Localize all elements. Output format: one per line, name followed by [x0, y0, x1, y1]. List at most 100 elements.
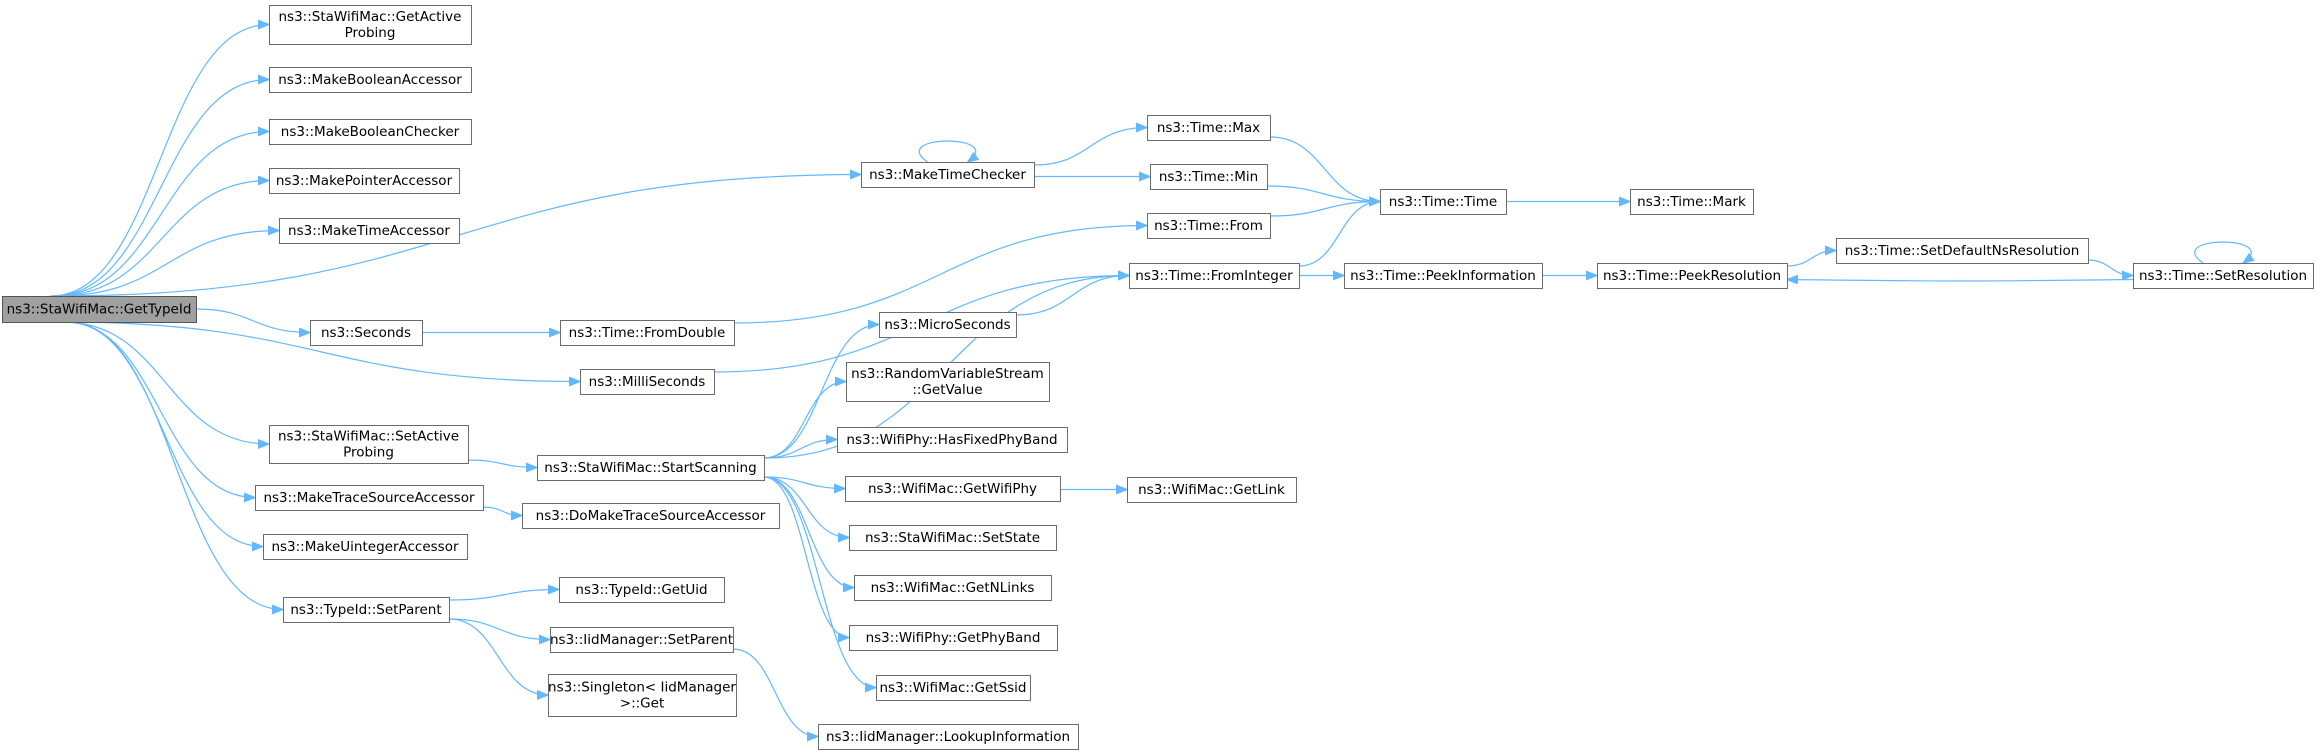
node-seconds[interactable]: ns3::Seconds [310, 320, 423, 346]
node-time-min[interactable]: ns3::Time::Min [1150, 164, 1268, 190]
node-make-bool-acc[interactable]: ns3::MakeBooleanAccessor [269, 67, 472, 93]
node-box [283, 597, 450, 623]
node-box [580, 369, 715, 395]
node-label: ns3::WifiPhy::HasFixedPhyBand [846, 432, 1057, 448]
node-do-make-trace[interactable]: ns3::DoMakeTraceSourceAccessor [522, 503, 780, 529]
node-box [550, 627, 734, 653]
node-box [548, 674, 737, 717]
node-set-state[interactable]: ns3::StaWifiMac::SetState [849, 525, 1057, 551]
node-make-trace-acc[interactable]: ns3::MakeTraceSourceAccessor [255, 485, 484, 511]
node-label: ns3::Seconds [321, 325, 411, 341]
edge-start-scanning-to-set-state [763, 476, 849, 538]
node-box [559, 577, 725, 603]
edge-start-scanning-to-has-fixed-phy-band [763, 440, 837, 459]
node-label: ns3::IidManager::LookupInformation [826, 729, 1070, 745]
node-label: ns3::Time::Mark [1637, 194, 1746, 210]
node-label: ::GetValue [912, 382, 982, 398]
node-get-nlinks[interactable]: ns3::WifiMac::GetNLinks [854, 575, 1052, 601]
node-set-def-ns-res[interactable]: ns3::Time::SetDefaultNsResolution [1836, 238, 2089, 264]
node-label: ns3::StaWifiMac::GetActive [279, 9, 462, 25]
node-box [279, 218, 460, 244]
node-label: ns3::Time::Time [1389, 194, 1497, 210]
edge-root-to-make-ptr-acc [55, 181, 269, 297]
node-label: ns3::Time::FromInteger [1135, 268, 1293, 284]
node-get-uid[interactable]: ns3::TypeId::GetUid [559, 577, 725, 603]
node-rvs-get-value[interactable]: ns3::RandomVariableStream::GetValue [846, 362, 1050, 402]
node-start-scanning[interactable]: ns3::StaWifiMac::StartScanning [537, 455, 765, 481]
node-label: ns3::IidManager::SetParent [550, 632, 733, 648]
node-make-ptr-acc[interactable]: ns3::MakePointerAccessor [269, 168, 460, 194]
node-micro-seconds[interactable]: ns3::MicroSeconds [879, 312, 1017, 338]
node-label: ns3::MakeBooleanAccessor [278, 72, 462, 88]
node-label: ns3::TypeId::SetParent [290, 602, 441, 618]
node-box [269, 119, 472, 145]
edge-root-to-set-active-probing [63, 321, 269, 444]
edge-root-to-seconds [195, 308, 310, 333]
node-iid-set-parent[interactable]: ns3::IidManager::SetParent [550, 627, 734, 653]
node-box [269, 425, 469, 464]
node-make-time-acc[interactable]: ns3::MakeTimeAccessor [279, 218, 460, 244]
node-set-res[interactable]: ns3::Time::SetResolution [2133, 263, 2314, 289]
node-box [861, 162, 1035, 188]
edge-set-def-ns-res-to-set-res [2087, 259, 2133, 276]
node-peek-info[interactable]: ns3::Time::PeekInformation [1344, 263, 1543, 289]
node-get-phy-band[interactable]: ns3::WifiPhy::GetPhyBand [849, 625, 1058, 651]
edge-start-scanning-to-get-ssid [763, 476, 876, 688]
node-box [269, 67, 472, 93]
node-make-time-chk[interactable]: ns3::MakeTimeChecker [861, 162, 1035, 188]
node-label: ns3::Time::Min [1159, 169, 1258, 185]
edge-time-max-to-time-time [1269, 136, 1380, 202]
node-box [818, 724, 1079, 750]
node-box [1630, 189, 1754, 215]
node-label: ns3::Time::SetDefaultNsResolution [1845, 243, 2080, 259]
node-peek-res[interactable]: ns3::Time::PeekResolution [1597, 263, 1788, 289]
node-label: ns3::Time::Max [1157, 120, 1260, 136]
node-box [1344, 263, 1543, 289]
node-box [1150, 164, 1268, 190]
edge-set-parent-to-iid-set-parent [448, 618, 550, 640]
node-make-uint-acc[interactable]: ns3::MakeUintegerAccessor [263, 534, 468, 560]
node-label: ns3::Time::SetResolution [2139, 268, 2307, 284]
node-get-ssid[interactable]: ns3::WifiMac::GetSsid [876, 675, 1031, 701]
node-has-fixed-phy-band[interactable]: ns3::WifiPhy::HasFixedPhyBand [837, 427, 1068, 453]
node-singleton-get[interactable]: ns3::Singleton< IidManager>::Get [548, 674, 737, 717]
node-label: ns3::StaWifiMac::GetTypeId [7, 302, 192, 318]
node-time-from[interactable]: ns3::Time::From [1147, 213, 1271, 239]
node-make-bool-chk[interactable]: ns3::MakeBooleanChecker [269, 119, 472, 145]
node-time-time[interactable]: ns3::Time::Time [1380, 189, 1507, 215]
node-root[interactable]: ns3::StaWifiMac::GetTypeId [2, 296, 197, 323]
node-box [2133, 263, 2314, 289]
edge-make-time-chk-to-make-time-chk [918, 140, 976, 162]
node-time-mark[interactable]: ns3::Time::Mark [1630, 189, 1754, 215]
edge-set-res-to-set-res [2194, 241, 2252, 263]
edge-start-scanning-to-get-wifi-phy [763, 476, 845, 489]
node-milli-seconds[interactable]: ns3::MilliSeconds [580, 369, 715, 395]
node-box [854, 575, 1052, 601]
node-label: Probing [345, 25, 396, 41]
node-label: ns3::TypeId::GetUid [575, 582, 707, 598]
node-box [837, 427, 1068, 453]
node-from-integer[interactable]: ns3::Time::FromInteger [1129, 263, 1300, 289]
node-label: ns3::WifiMac::GetLink [1138, 482, 1285, 498]
node-get-link[interactable]: ns3::WifiMac::GetLink [1127, 477, 1297, 503]
edge-start-scanning-to-rvs-get-value [763, 382, 846, 459]
node-label: ns3::WifiMac::GetSsid [879, 680, 1026, 696]
node-label: ns3::MilliSeconds [589, 374, 706, 390]
node-set-parent[interactable]: ns3::TypeId::SetParent [283, 597, 450, 623]
node-from-double[interactable]: ns3::Time::FromDouble [560, 320, 735, 346]
edge-root-to-set-parent [68, 321, 283, 610]
node-label: ns3::WifiPhy::GetPhyBand [866, 630, 1041, 646]
node-label: Probing [343, 445, 394, 461]
node-label: ns3::MicroSeconds [884, 317, 1010, 333]
edge-time-from-to-time-time [1269, 202, 1380, 217]
edge-from-integer-to-time-time [1298, 202, 1380, 267]
node-box [310, 320, 423, 346]
node-time-max[interactable]: ns3::Time::Max [1147, 115, 1271, 141]
node-label: ns3::RandomVariableStream [851, 366, 1044, 382]
node-get-wifi-phy[interactable]: ns3::WifiMac::GetWifiPhy [845, 476, 1061, 502]
node-label: ns3::DoMakeTraceSourceAccessor [536, 508, 766, 524]
edge-iid-set-parent-to-lookup-info [732, 648, 818, 737]
node-lookup-info[interactable]: ns3::IidManager::LookupInformation [818, 724, 1079, 750]
